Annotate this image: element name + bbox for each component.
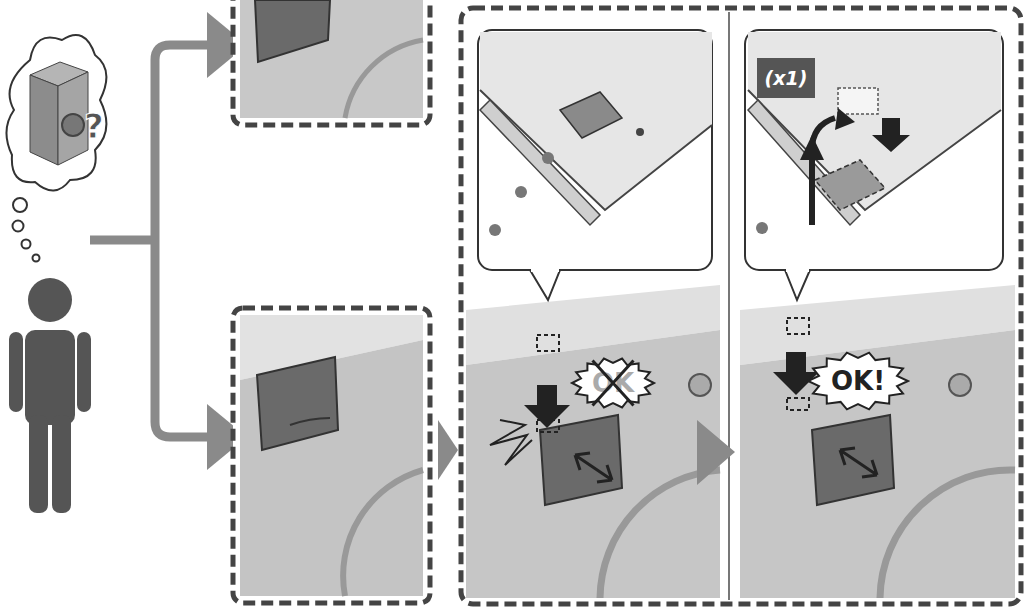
hole [636,128,644,136]
status-burst: OK! [808,352,908,410]
bubble-dot [22,240,31,249]
catch-slot [838,88,878,114]
catch-marker [537,335,559,351]
machine-door [62,114,84,136]
cross-overlay [572,358,654,408]
panel-underside [748,32,1001,210]
door-ring [600,470,720,598]
thought-bubble [6,35,106,191]
door-ring [343,470,423,596]
person-leg [29,415,48,513]
steps-panel [461,8,1021,604]
callout-pointer [785,270,810,300]
arrow-head [697,420,735,485]
bubble-dot [33,255,40,262]
person-leg [52,415,71,513]
question-mark-symbol: ? [84,106,104,146]
screw [489,224,501,236]
move-arrow [812,118,835,225]
catch-plate [815,160,885,210]
panel-edge [480,90,712,210]
down-arrow [773,352,819,395]
slide-arrow [575,453,612,482]
person-torso [25,330,75,425]
divider [728,12,730,600]
door-ring [880,470,1015,598]
person-arm [77,332,91,412]
badge-box [757,58,815,98]
quantity-label: (x1) [765,67,808,89]
option-panel [233,0,430,125]
arrow-head [438,420,458,480]
branch-line [90,45,215,437]
machine-front [240,340,423,596]
door-ring [345,40,423,118]
bubble-dot [13,221,24,232]
drawer [540,415,622,505]
machine-front [466,330,720,598]
machine-side [30,75,58,165]
screw [515,186,527,198]
knob [689,374,711,396]
person-head [28,278,72,322]
person-arm [9,332,23,412]
detail-inset [745,30,1003,270]
burst-outline [808,353,908,410]
callout-joint [531,268,559,272]
status-label: OK! [831,366,885,396]
callout-joint [786,268,809,272]
status-burst: OK [572,358,654,408]
burst-outline [572,359,654,408]
machine-front [240,0,423,118]
knob [949,374,971,396]
catch-marker [787,318,809,334]
bubble-dot [13,198,27,212]
panel-underside [480,32,712,210]
screw [756,222,768,234]
screw [542,152,554,164]
down-arrow [872,118,910,152]
drawer-handle [290,418,330,425]
quantity-badge: (x1) [757,58,815,98]
drawer [255,0,330,62]
machine-front [740,330,1015,598]
catch-marker [787,398,809,410]
catch-plate [560,92,622,138]
slide-arrow [840,448,877,477]
arrow-head [835,108,855,130]
drawer [257,357,338,450]
option-panel [233,308,430,603]
drawer [812,415,894,505]
arrow-head [800,135,824,160]
impact-symbol [490,420,532,465]
detail-inset [478,30,712,270]
callout-pointer [530,270,560,300]
cross-mark [593,361,634,406]
down-arrow [524,385,570,428]
